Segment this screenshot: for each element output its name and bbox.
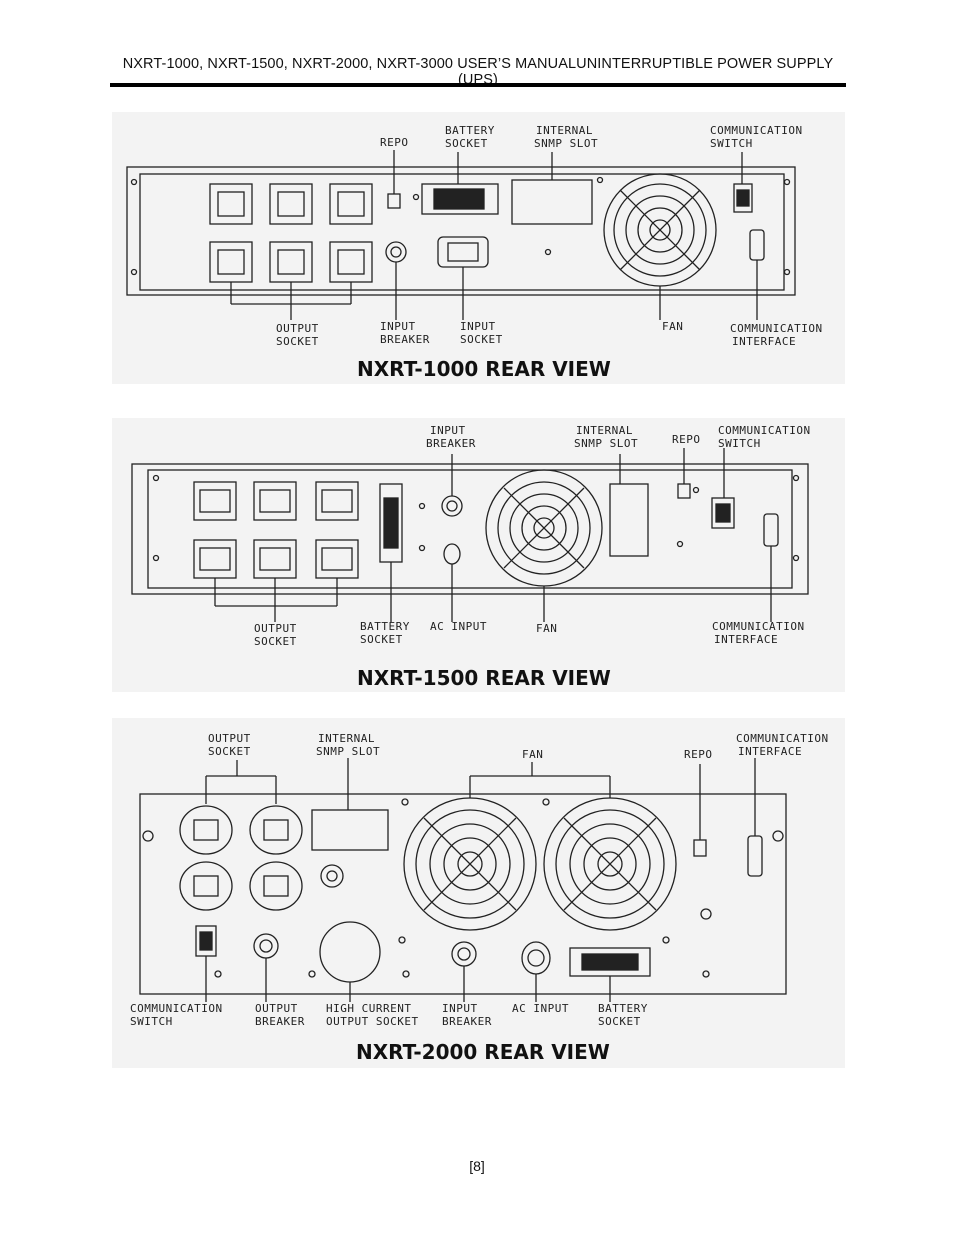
communication-switch-label-2: SWITCH <box>718 437 761 450</box>
figure-title: NXRT-1500 REAR VIEW <box>357 666 611 690</box>
communication-interface-label-2: INTERFACE <box>732 335 796 348</box>
battery-socket-label-1: BATTERY <box>598 1002 648 1015</box>
output-socket-label-2: SOCKET <box>208 745 251 758</box>
figure-nxrt-1500: INPUT BREAKER INTERNAL SNMP SLOT REPO CO… <box>112 418 845 692</box>
communication-interface-label-1: COMMUNICATION <box>736 732 829 745</box>
output-breaker-small <box>320 864 344 888</box>
fan-left <box>403 797 537 931</box>
output-breaker-label-2: BREAKER <box>255 1015 305 1028</box>
repo-label: REPO <box>672 433 701 446</box>
high-current-output-socket <box>319 921 381 983</box>
communication-switch <box>733 183 753 213</box>
input-breaker-label-2: BREAKER <box>380 333 430 346</box>
ac-input-label: AC INPUT <box>512 1002 569 1015</box>
communication-interface-label-2: INTERFACE <box>714 633 778 646</box>
fan-label: FAN <box>662 320 683 333</box>
input-breaker-label-1: INPUT <box>442 1002 478 1015</box>
input-breaker-label-2: BREAKER <box>442 1015 492 1028</box>
output-socket-label-2: SOCKET <box>254 635 297 648</box>
figure-nxrt-1000: REPO BATTERY SOCKET INTERNAL SNMP SLOT C… <box>112 112 845 384</box>
communication-switch-label-1: COMMUNICATION <box>130 1002 223 1015</box>
output-breaker <box>253 933 279 959</box>
communication-switch-label-1: COMMUNICATION <box>718 424 811 437</box>
snmp-slot-label-1: INTERNAL <box>318 732 375 745</box>
ac-input-label: AC INPUT <box>430 620 487 633</box>
repo-switch <box>693 839 707 857</box>
snmp-slot <box>609 483 649 557</box>
repo-switch <box>677 483 691 499</box>
input-breaker <box>451 941 477 967</box>
communication-switch-label-1: COMMUNICATION <box>710 124 803 137</box>
communication-interface-label-2: INTERFACE <box>738 745 802 758</box>
snmp-slot-label-2: SNMP SLOT <box>534 137 598 150</box>
communication-switch-label-2: SWITCH <box>710 137 753 150</box>
output-socket-group <box>209 183 373 283</box>
repo-label: REPO <box>684 748 713 761</box>
high-current-output-socket-label-1: HIGH CURRENT <box>326 1002 411 1015</box>
snmp-slot-label-1: INTERNAL <box>576 424 633 437</box>
fan-label: FAN <box>536 622 557 635</box>
output-socket-label-2: SOCKET <box>276 335 319 348</box>
output-socket-group <box>179 805 303 911</box>
communication-interface-label-1: COMMUNICATION <box>730 322 823 335</box>
input-breaker <box>441 495 463 517</box>
communication-interface <box>747 835 763 877</box>
figure-nxrt-2000: OUTPUT SOCKET INTERNAL SNMP SLOT FAN REP… <box>112 718 845 1068</box>
communication-switch <box>711 497 735 529</box>
battery-socket-label-1: BATTERY <box>360 620 410 633</box>
input-socket-label-1: INPUT <box>460 320 496 333</box>
snmp-slot-label-1: INTERNAL <box>536 124 593 137</box>
communication-interface <box>749 229 765 261</box>
repo-label: REPO <box>380 136 409 149</box>
battery-socket-label-1: BATTERY <box>445 124 495 137</box>
output-socket-label-1: OUTPUT <box>276 322 319 335</box>
snmp-slot-label-2: SNMP SLOT <box>574 437 638 450</box>
fan <box>603 173 717 287</box>
snmp-slot-label-2: SNMP SLOT <box>316 745 380 758</box>
input-breaker-label-1: INPUT <box>380 320 416 333</box>
battery-socket-label-2: SOCKET <box>445 137 488 150</box>
figure-title: NXRT-2000 REAR VIEW <box>356 1040 610 1064</box>
output-breaker-label-1: OUTPUT <box>255 1002 298 1015</box>
snmp-slot <box>511 179 593 225</box>
figure-title: NXRT-1000 REAR VIEW <box>357 357 611 381</box>
repo-switch <box>387 193 401 209</box>
communication-interface <box>763 513 779 547</box>
input-socket-label-2: SOCKET <box>460 333 503 346</box>
communication-switch-label-2: SWITCH <box>130 1015 173 1028</box>
input-breaker-label-1: INPUT <box>430 424 466 437</box>
input-breaker <box>385 241 407 263</box>
page-number: [8] <box>469 1158 485 1174</box>
output-socket-label-1: OUTPUT <box>254 622 297 635</box>
battery-socket-label-2: SOCKET <box>598 1015 641 1028</box>
ac-input <box>443 543 461 565</box>
fan-right <box>543 797 677 931</box>
output-socket-group <box>193 481 359 579</box>
header-rule <box>110 83 846 87</box>
high-current-output-socket-label-2: OUTPUT SOCKET <box>326 1015 419 1028</box>
battery-socket-label-2: SOCKET <box>360 633 403 646</box>
communication-interface-label-1: COMMUNICATION <box>712 620 805 633</box>
fan-label: FAN <box>522 748 543 761</box>
input-breaker-label-2: BREAKER <box>426 437 476 450</box>
battery-socket <box>421 183 499 215</box>
output-socket-label-1: OUTPUT <box>208 732 251 745</box>
fan <box>485 469 603 587</box>
ac-input <box>521 941 551 975</box>
input-socket <box>437 236 489 268</box>
snmp-slot <box>311 809 389 851</box>
